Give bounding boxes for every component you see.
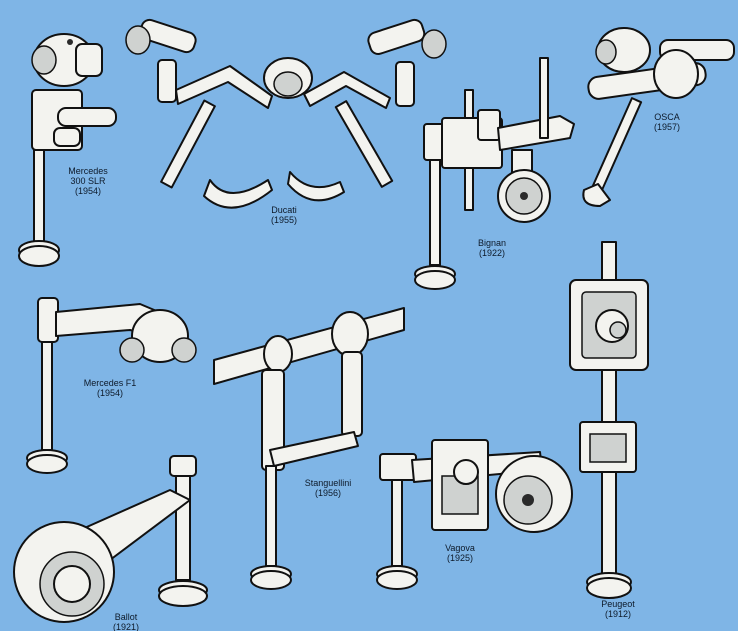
vagova-valve-drawing bbox=[376, 439, 573, 590]
caption-line: (1954) bbox=[96, 388, 123, 398]
caption-line: Ducati bbox=[271, 205, 297, 215]
mercedes-300slr-valve-drawing bbox=[18, 33, 117, 267]
caption-line: (1922) bbox=[478, 248, 505, 258]
caption-line: Ballot bbox=[114, 612, 138, 622]
caption-line: OSCA bbox=[654, 112, 680, 122]
caption-line: Bignan bbox=[477, 238, 507, 248]
bignan-valve-drawing bbox=[414, 57, 575, 290]
caption-bignan: Bignan (1922) bbox=[478, 238, 506, 258]
caption-line: (1921) bbox=[112, 622, 140, 631]
osca-valve-drawing bbox=[582, 27, 735, 207]
caption-line: Vagova bbox=[445, 543, 475, 553]
caption-ducati: Ducati (1955) bbox=[271, 205, 297, 225]
caption-line: Mercedes F1 bbox=[83, 378, 137, 388]
caption-line: Peugeot bbox=[601, 599, 635, 609]
caption-line: (1957) bbox=[653, 122, 681, 132]
caption-peugeot: Peugeot (1912) bbox=[601, 599, 635, 619]
ballot-valve-drawing bbox=[13, 455, 208, 623]
ducati-valve-drawing bbox=[125, 18, 447, 209]
caption-line: Stanguellini bbox=[304, 478, 352, 488]
caption-line: (1912) bbox=[604, 609, 631, 619]
caption-line: (1954) bbox=[74, 186, 102, 196]
mercedes-f1-valve-drawing bbox=[26, 297, 197, 474]
caption-ballot: Ballot (1921) bbox=[113, 612, 139, 631]
caption-line: (1925) bbox=[446, 553, 474, 563]
caption-line: (1955) bbox=[270, 215, 298, 225]
peugeot-valve-drawing bbox=[569, 241, 649, 599]
caption-line: Mercedes bbox=[68, 166, 108, 176]
caption-mercedes-f1: Mercedes F1 (1954) bbox=[84, 378, 137, 398]
caption-vagova: Vagova (1925) bbox=[445, 543, 475, 563]
caption-mercedes-300slr: Mercedes 300 SLR (1954) bbox=[68, 166, 108, 196]
caption-line: 300 SLR bbox=[70, 176, 106, 186]
caption-stanguellini: Stanguellini (1956) bbox=[305, 478, 352, 498]
stanguellini-valve-drawing bbox=[213, 307, 405, 590]
caption-osca: OSCA (1957) bbox=[654, 112, 680, 132]
caption-line: (1956) bbox=[314, 488, 342, 498]
